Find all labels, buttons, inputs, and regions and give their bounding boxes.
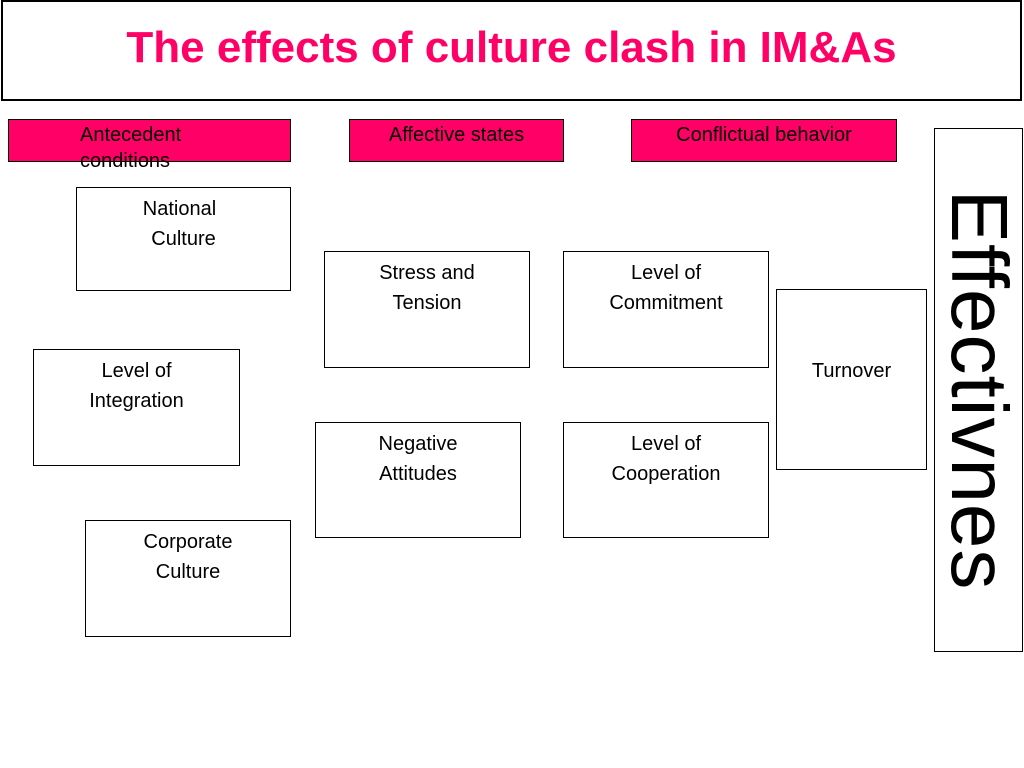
- box-turnover: Turnover: [776, 289, 927, 470]
- corporate-culture-line-1: Corporate: [143, 531, 233, 553]
- level-of-cooperation-line-1: Level of: [630, 433, 702, 455]
- title-box: The effects of culture clash in IM&As: [1, 0, 1022, 101]
- negative-attitudes-line-2: Attitudes: [379, 463, 457, 485]
- header-conflictual-label: Conflictual behavior: [676, 124, 852, 146]
- header-antecedent-line-2: conditions: [80, 150, 171, 172]
- header-antecedent-conditions: Antecedent conditions: [8, 119, 291, 172]
- national-culture-line-1: National: [142, 198, 217, 220]
- slide-title: The effects of culture clash in IM&As: [126, 22, 897, 72]
- box-stress-and-tension: Stress and Tension: [324, 251, 530, 368]
- box-national-culture: National Culture: [76, 187, 291, 291]
- corporate-culture-line-2: Culture: [155, 561, 221, 583]
- stress-and-tension-line-2: Tension: [392, 292, 462, 314]
- header-antecedent-line-1: Antecedent: [80, 124, 182, 146]
- header-affective-states: Affective states: [349, 119, 564, 162]
- effectiveness-label: Effectivnes: [934, 189, 1023, 591]
- level-of-commitment-line-2: Commitment: [609, 292, 723, 314]
- level-of-commitment-line-1: Level of: [630, 262, 702, 284]
- level-of-integration-line-2: Integration: [89, 390, 184, 412]
- box-level-of-cooperation: Level of Cooperation: [563, 422, 769, 538]
- level-of-cooperation-line-2: Cooperation: [611, 463, 721, 485]
- stress-and-tension-line-1: Stress and: [379, 262, 475, 284]
- national-culture-line-2: Culture: [151, 228, 216, 250]
- level-of-integration-line-1: Level of: [101, 360, 172, 382]
- header-affective-label: Affective states: [388, 124, 525, 146]
- box-negative-attitudes: Negative Attitudes: [315, 422, 521, 538]
- header-conflictual-behavior: Conflictual behavior: [631, 119, 897, 162]
- negative-attitudes-line-1: Negative: [378, 433, 458, 455]
- box-level-of-commitment: Level of Commitment: [563, 251, 769, 368]
- effectiveness-box: Effectivnes: [934, 128, 1023, 652]
- box-level-of-integration: Level of Integration: [33, 349, 240, 466]
- box-corporate-culture: Corporate Culture: [85, 520, 291, 637]
- turnover-label: Turnover: [811, 360, 892, 382]
